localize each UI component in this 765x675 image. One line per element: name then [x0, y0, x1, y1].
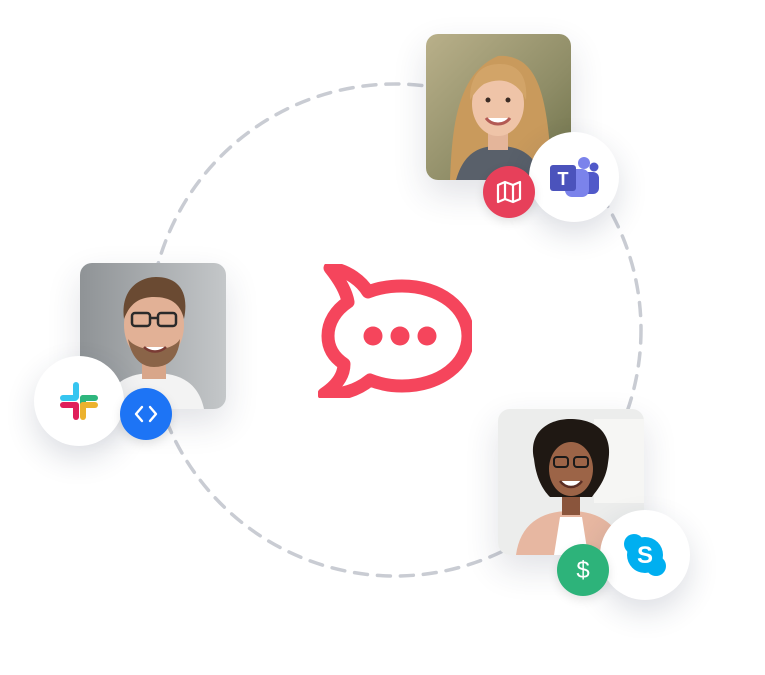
map-icon — [496, 180, 522, 204]
dot-2 — [390, 326, 410, 346]
skype-icon: S — [624, 534, 666, 576]
dollar-icon: $ — [576, 557, 589, 584]
teams-app-bubble: T — [529, 132, 619, 222]
code-badge — [120, 388, 172, 440]
slack-icon — [60, 382, 98, 420]
dot-1 — [363, 326, 383, 346]
teams-letter: T — [558, 169, 569, 189]
microsoft-teams-icon: T — [550, 157, 599, 197]
code-icon — [134, 405, 158, 423]
avatar-top-right — [426, 34, 571, 180]
slack-app-bubble — [34, 356, 124, 446]
rocketchat-logo-icon — [318, 264, 472, 398]
map-badge — [483, 166, 535, 218]
dollar-glyph: $ — [576, 557, 589, 584]
skype-letter: S — [637, 542, 653, 569]
skype-app-bubble: S — [600, 510, 690, 600]
dollar-badge: $ — [557, 544, 609, 596]
dot-3 — [417, 326, 437, 346]
